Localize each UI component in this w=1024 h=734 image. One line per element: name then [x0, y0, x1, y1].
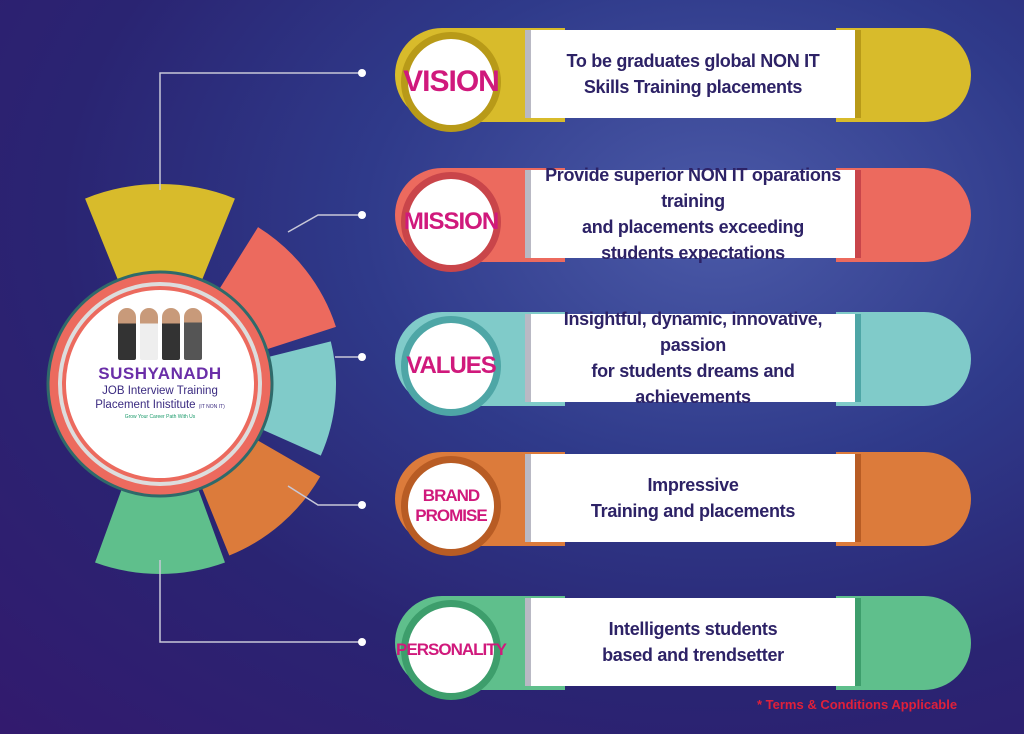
row-values: Insightful, dynamic, innovative, passion…: [395, 309, 971, 416]
wheel-segment-values: [260, 341, 336, 456]
row-stripe: [855, 454, 861, 542]
row-label-badge: PERSONALITY: [396, 600, 507, 700]
row-label: VISION: [403, 65, 500, 98]
row-label-badge: VALUES: [401, 316, 501, 416]
institute-logo: SUSHYANADH JOB Interview Training Placem…: [66, 290, 254, 478]
logo-line1: JOB Interview Training: [102, 385, 218, 397]
row-description: To be graduates global NON IT Skills Tra…: [525, 30, 855, 118]
wheel-segment-personality: [95, 487, 225, 574]
row-vision: To be graduates global NON IT Skills Tra…: [395, 28, 971, 132]
wheel-segment-mission: [218, 227, 336, 351]
terms-note: * Terms & Conditions Applicable: [757, 697, 958, 712]
row-text: Impressive Training and placements: [590, 475, 796, 521]
row-label-badge: VISION: [401, 32, 501, 132]
connector-personality: [159, 560, 360, 643]
row-mission: Provide superior NON IT oparations train…: [395, 165, 971, 272]
logo-brand: SUSHYANADH: [98, 364, 222, 383]
people-photo: [66, 302, 254, 360]
connector-lines: [159, 72, 360, 643]
connector-dot: [358, 638, 366, 646]
row-text: To be graduates global NON IT Skills Tra…: [566, 51, 820, 97]
row-stripe: [855, 598, 861, 686]
row-description: Impressive Training and placements: [525, 454, 855, 542]
connector-mission: [287, 214, 360, 233]
wheel-segment-vision: [85, 184, 235, 283]
row-personality: Intelligents students based and trendset…: [395, 596, 971, 700]
connector-vision: [159, 72, 360, 190]
row-description: Intelligents students based and trendset…: [525, 598, 855, 686]
row-description: Insightful, dynamic, innovative, passion…: [525, 309, 855, 407]
connector-dot: [358, 501, 366, 509]
row-stripe: [855, 314, 861, 402]
row-label: PERSONALITY: [396, 640, 507, 659]
connector-dot: [358, 69, 366, 77]
row-stripe: [855, 170, 861, 258]
connector-brand-promise: [287, 485, 360, 506]
connector-dot: [358, 353, 366, 361]
row-label: MISSION: [403, 208, 499, 235]
connector-dot: [358, 211, 366, 219]
row-text: Provide superior NON IT oparations train…: [545, 165, 841, 263]
logo-tagline: Grow Your Career Path With Us: [124, 414, 196, 420]
row-description: Provide superior NON IT oparations train…: [525, 165, 855, 263]
logo-ring-inner: [58, 282, 262, 486]
row-label: BRAND PROMISE: [415, 486, 487, 525]
logo-suffix: (IT NON IT): [198, 404, 225, 410]
row-label: VALUES: [406, 352, 497, 379]
row-brand-promise: Impressive Training and placements BRAND…: [395, 452, 971, 556]
logo-line2: Placement Inistitute: [95, 399, 196, 411]
logo-line2-wrap: Placement Inistitute (IT NON IT): [66, 398, 254, 414]
row-label-badge: BRAND PROMISE: [401, 456, 501, 556]
row-label-badge: MISSION: [401, 172, 501, 272]
row-stripe: [855, 30, 861, 118]
row-text: Insightful, dynamic, innovative, passion…: [563, 309, 823, 407]
row-text: Intelligents students based and trendset…: [602, 619, 784, 665]
